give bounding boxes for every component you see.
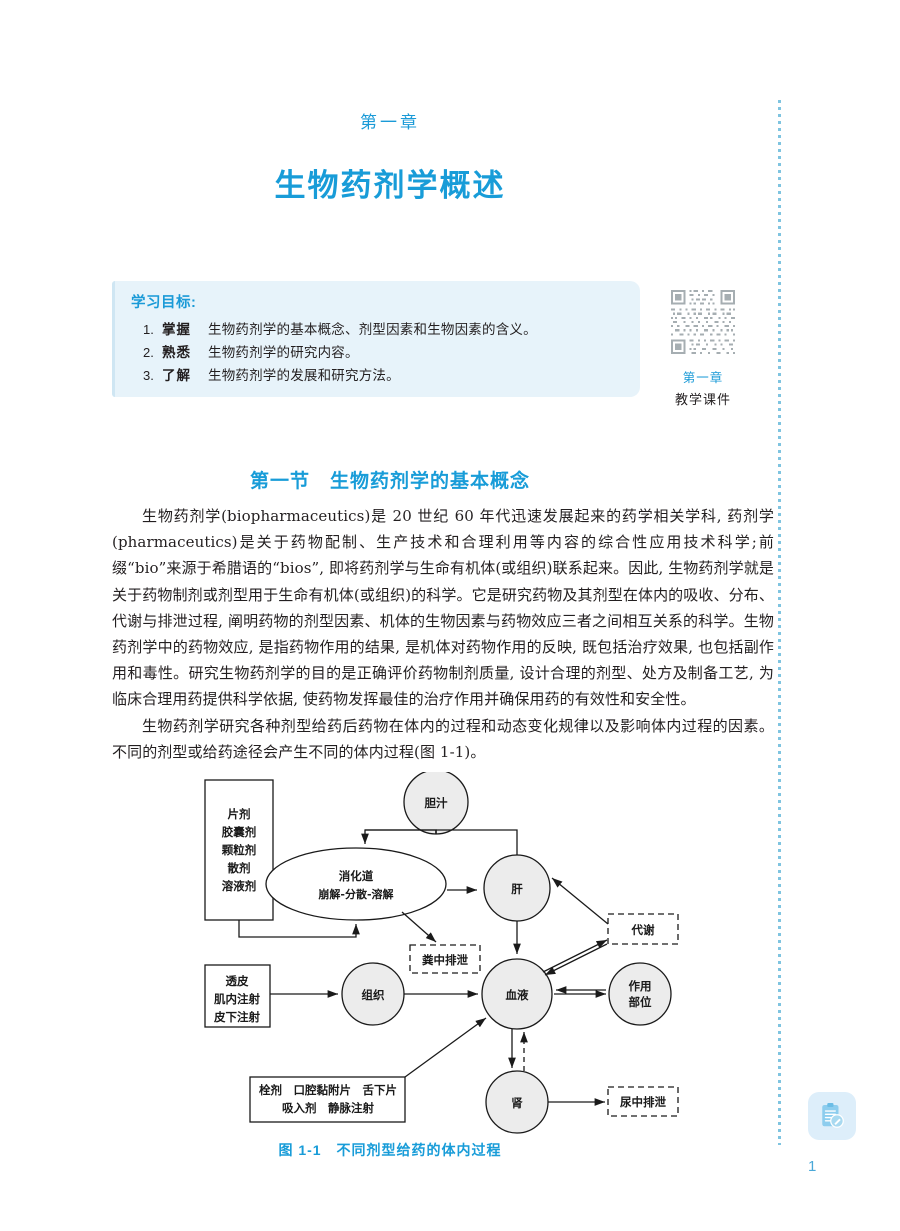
objective-number: 2.	[143, 344, 154, 360]
clipboard-pen-glyph	[822, 1103, 844, 1128]
arrow-metabolism-to-blood	[544, 943, 608, 976]
label-oral-form-3: 颗粒剂	[222, 843, 257, 857]
learning-objectives-title: 学习目标:	[131, 295, 197, 311]
qr-caption-courseware: 教学课件	[674, 392, 731, 407]
label-site-of-action-2: 部位	[629, 995, 652, 1009]
objective-level: 熟悉	[162, 344, 191, 361]
paragraph: 生物药剂学(biopharmaceutics)是 20 世纪 60 年代迅速发展…	[112, 507, 774, 709]
label-urine-excretion: 尿中排泄	[620, 1095, 666, 1109]
label-parenteral-1: 透皮	[226, 974, 249, 988]
objective-text: 生物药剂学的研究内容。	[208, 344, 359, 361]
figure-1-1: 片剂 胶囊剂 颗粒剂 散剂 溶液剂 消化道 崩解-分散-溶解 胆汁 肝 代谢 粪…	[180, 772, 700, 1172]
page-number: 1	[808, 1158, 817, 1175]
label-gi-tract: 消化道	[339, 869, 374, 883]
figure-diagram: 片剂 胶囊剂 颗粒剂 散剂 溶液剂 消化道 崩解-分散-溶解 胆汁 肝 代谢 粪…	[204, 772, 679, 1134]
label-oral-form-1: 片剂	[228, 807, 251, 821]
line-liver-to-bile	[436, 829, 518, 855]
arrow-gi-to-feces	[401, 911, 437, 943]
objective-item: 2. 熟悉 生物药剂学的研究内容。	[131, 342, 624, 365]
arrow-metabolism-to-liver	[551, 877, 609, 925]
objective-level: 掌握	[162, 322, 191, 338]
label-liver: 肝	[511, 882, 523, 896]
objective-item: 1. 掌握 生物药剂学的基本概念、剂型因素和生物因素的含义。	[131, 319, 624, 342]
qr-code-icon[interactable]	[669, 288, 737, 356]
node-feces-excretion	[409, 944, 481, 974]
label-blood: 血液	[506, 988, 529, 1002]
label-gi-process: 崩解-分散-溶解	[318, 887, 393, 901]
label-kidney: 肾	[511, 1096, 523, 1110]
body-text: 生物药剂学(biopharmaceutics)是 20 世纪 60 年代迅速发展…	[112, 503, 774, 765]
objective-number: 1.	[143, 322, 154, 337]
node-urine-excretion	[607, 1086, 679, 1117]
node-metabolism	[607, 913, 679, 945]
label-metabolism: 代谢	[631, 923, 655, 937]
arrow-bile-to-gi	[361, 829, 437, 844]
objective-text: 生物药剂学的基本概念、剂型因素和生物因素的含义。	[208, 322, 537, 338]
node-gi-tract	[265, 847, 447, 921]
objective-level: 了解	[162, 367, 191, 384]
label-oral-form-2: 胶囊剂	[222, 825, 257, 839]
label-parenteral-3: 皮下注射	[213, 1010, 260, 1024]
paragraph: 生物药剂学研究各种剂型给药后药物在体内的过程和动态变化规律以及影响体内过程的因素…	[112, 716, 774, 761]
arrow-otherforms-to-blood	[404, 1017, 487, 1078]
node-blood	[481, 958, 553, 1030]
label-tissue: 组织	[362, 988, 385, 1002]
margin-dotted-rule	[778, 100, 781, 1145]
chapter-title: 生物药剂学概述	[274, 168, 506, 203]
label-parenteral-2: 肌内注射	[214, 992, 260, 1006]
label-other-forms-1: 栓剂 口腔黏附片 舌下片	[259, 1083, 397, 1097]
arrow-oralforms-to-gi	[238, 920, 360, 938]
objective-item: 3. 了解 生物药剂学的发展和研究方法。	[131, 365, 624, 388]
node-site-of-action	[608, 962, 672, 1026]
node-other-forms	[249, 1076, 406, 1123]
clipboard-pen-icon	[808, 1092, 856, 1140]
label-oral-form-4: 散剂	[228, 861, 251, 875]
label-other-forms-2: 吸入剂 静脉注射	[282, 1101, 374, 1115]
figure-caption: 图 1-1 不同剂型给药的体内过程	[278, 1142, 502, 1158]
label-oral-form-5: 溶液剂	[222, 879, 257, 893]
objective-number: 3.	[143, 367, 154, 383]
label-bile: 胆汁	[425, 796, 448, 810]
node-oral-forms	[204, 779, 274, 921]
arrow-blood-to-metabolism	[542, 939, 608, 973]
qr-caption-chapter: 第一章	[682, 371, 724, 385]
qr-code-block[interactable]: 第一章 教学课件	[660, 288, 746, 408]
learning-objectives-box: 学习目标: 1. 掌握 生物药剂学的基本概念、剂型因素和生物因素的含义。 2. …	[112, 281, 640, 397]
label-site-of-action-1: 作用	[629, 979, 652, 993]
objective-text: 生物药剂学的发展和研究方法。	[208, 367, 400, 384]
chapter-number: 第一章	[360, 113, 420, 132]
node-parenteral-forms	[204, 964, 271, 1028]
label-feces-excretion: 粪中排泄	[422, 953, 468, 967]
section-heading: 第一节 生物药剂学的基本概念	[249, 471, 530, 492]
